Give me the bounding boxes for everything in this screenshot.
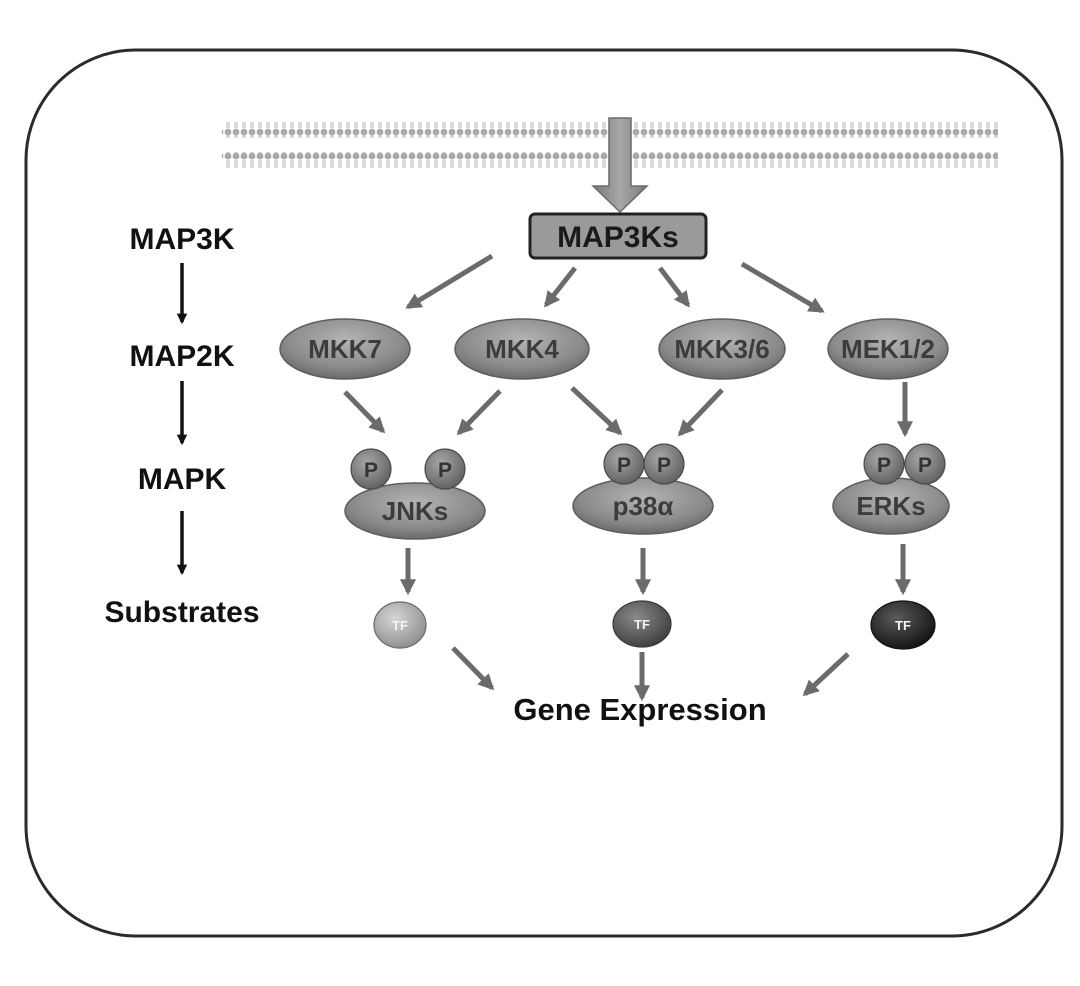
arrow-tf-gene-right <box>802 652 850 697</box>
phospho-site: P <box>350 448 392 490</box>
phospho-site: P <box>424 448 466 490</box>
arrow-mkk4-jnks <box>456 389 502 436</box>
hierarchy-legend: MAP3K MAP2K MAPK Substrates <box>104 223 259 629</box>
mkk36-node: MKK3/6 <box>658 318 786 380</box>
erks-label: ERKs <box>856 491 925 521</box>
arrow-map3ks-mkk7 <box>405 253 494 310</box>
phospho-site: P <box>904 443 946 485</box>
svg-text:P: P <box>877 454 891 477</box>
map2k-to-mapk-arrows <box>343 382 914 438</box>
p38-label: p38α <box>613 491 674 521</box>
jnks-label: JNKs <box>382 496 448 526</box>
hierarchy-level-map3k: MAP3K <box>129 223 234 256</box>
arrow-mkk4-p38 <box>570 386 623 436</box>
map2k-row: MKK7 MKK4 MKK3/6 MEK1/2 <box>279 318 949 380</box>
svg-text:TF: TF <box>895 618 911 633</box>
mek12-label: MEK1/2 <box>841 334 935 364</box>
jnks-node: P P JNKs <box>344 448 486 540</box>
p38-node: P P p38α <box>572 443 714 535</box>
phospho-site: P <box>863 443 905 485</box>
tf-erk-node: TF <box>870 600 936 650</box>
svg-text:P: P <box>657 454 671 477</box>
svg-text:TF: TF <box>392 618 408 633</box>
svg-text:P: P <box>364 459 378 482</box>
svg-text:P: P <box>918 454 932 477</box>
mkk36-label: MKK3/6 <box>674 334 769 364</box>
arrow-map3ks-mkk4 <box>544 266 577 308</box>
map3k-to-map2k-arrows <box>405 253 825 314</box>
mek12-node: MEK1/2 <box>827 318 949 380</box>
mkk4-label: MKK4 <box>485 334 559 364</box>
svg-text:P: P <box>438 459 452 482</box>
map3ks-node: MAP3Ks <box>528 212 708 260</box>
tf-to-gene-arrows <box>451 646 850 702</box>
arrow-map3ks-mek12 <box>740 261 825 314</box>
mkk7-label: MKK7 <box>308 334 382 364</box>
gene-expression-label: Gene Expression <box>513 692 766 727</box>
phospho-site: P <box>603 443 645 485</box>
mkk7-node: MKK7 <box>279 318 411 380</box>
hierarchy-level-mapk: MAPK <box>138 463 227 496</box>
erks-node: P P ERKs <box>832 443 950 535</box>
mapk-to-tf-arrows <box>399 544 912 596</box>
tf-jnk-node: TF <box>373 601 427 649</box>
mkk4-node: MKK4 <box>454 318 590 380</box>
svg-text:TF: TF <box>634 617 650 632</box>
signal-input-arrow <box>591 117 649 214</box>
arrow-map3ks-mkk36 <box>658 266 690 308</box>
arrow-mkk36-p38 <box>677 388 724 437</box>
mapk-row: P P JNKs P P p38α P <box>344 443 950 540</box>
hierarchy-level-map2k: MAP2K <box>129 340 234 373</box>
svg-text:P: P <box>617 454 631 477</box>
tf-p38-node: TF <box>612 600 672 648</box>
phospho-site: P <box>643 443 685 485</box>
arrow-tf-gene-left <box>451 646 495 691</box>
arrow-mkk7-jnks <box>343 390 386 434</box>
hierarchy-level-substrates: Substrates <box>104 596 259 629</box>
diagram-frame <box>24 48 1064 938</box>
map3ks-label: MAP3Ks <box>557 221 679 254</box>
tf-row: TF TF TF <box>373 600 936 650</box>
